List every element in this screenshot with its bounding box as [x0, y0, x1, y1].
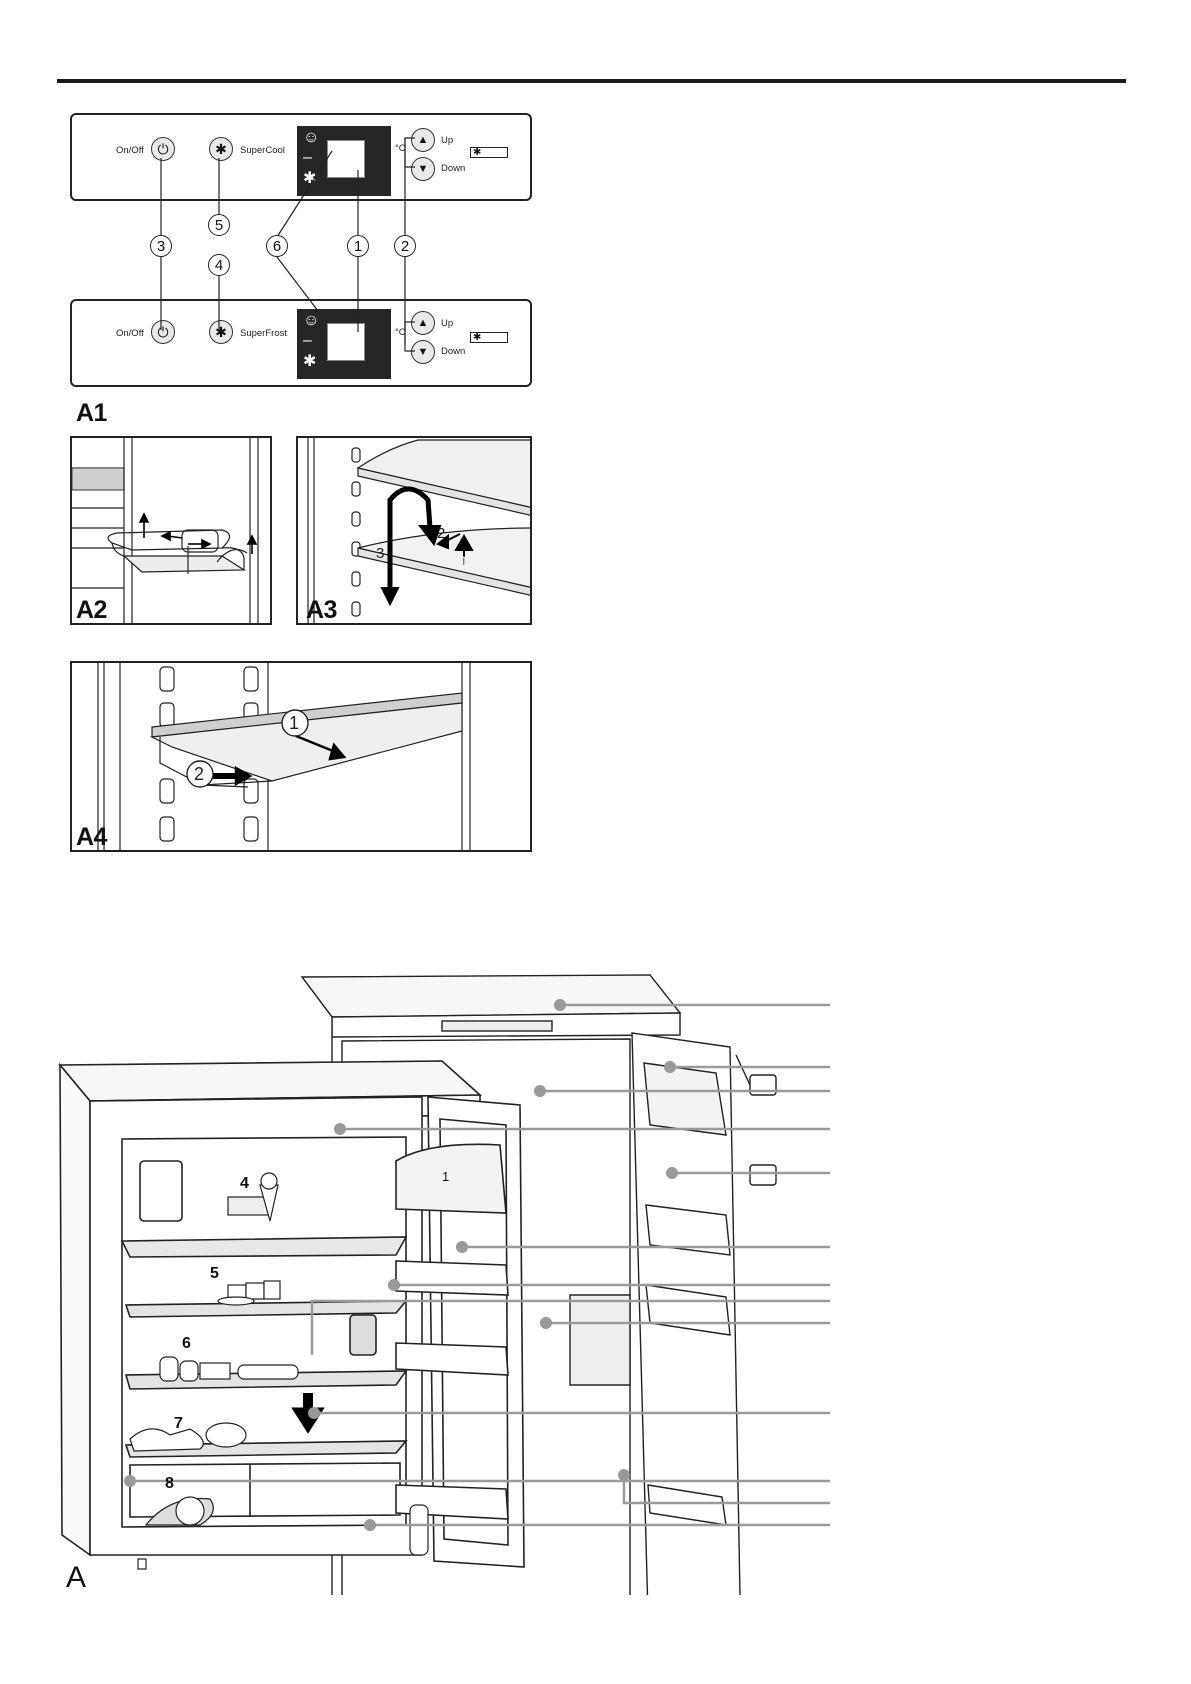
fridge-number-4: 4	[240, 1175, 249, 1192]
a4-step-1: 1	[289, 713, 299, 733]
celsius-label: °C	[395, 143, 406, 154]
down-label: Down	[441, 163, 466, 174]
callout-4: 4	[208, 254, 230, 276]
snowflake-icon: ✱	[473, 332, 482, 343]
figure-label-a3: A3	[306, 596, 337, 624]
status-indicator: ✱	[470, 147, 508, 158]
supercool-button[interactable]: ✱	[209, 137, 233, 161]
power-icon: ⏻	[157, 141, 169, 157]
header-rule	[57, 79, 1126, 83]
up-button[interactable]: ▲	[411, 128, 435, 152]
fridge-number-8: 8	[165, 1475, 174, 1492]
callout-5: 5	[208, 214, 230, 236]
fridge-number-7: 7	[174, 1415, 183, 1432]
up-label: Up	[441, 318, 454, 329]
onoff-button[interactable]: ⏻	[151, 137, 175, 161]
figure-a-fridge: 1 4 5 6 7 8	[50, 965, 830, 1595]
display-screen	[327, 140, 365, 178]
callout-6: 6	[266, 235, 288, 257]
snowflake-icon: ✱	[303, 170, 317, 187]
onoff-label: On/Off	[116, 328, 144, 339]
up-triangle-icon: ▲	[417, 133, 429, 146]
a3-step-3: 3	[376, 545, 384, 562]
display-screen	[327, 323, 365, 361]
fridge-number-6: 6	[182, 1335, 191, 1352]
snowflake-icon: ✱	[215, 324, 227, 340]
onoff-label: On/Off	[116, 145, 144, 156]
down-label: Down	[441, 346, 466, 357]
snowflake-icon: ✱	[215, 141, 227, 157]
figure-a1: On/Off ⏻ ✱ SuperCool ☺ – ✱ °C ▲ Up ▼ Dow…	[70, 110, 532, 400]
figure-a3: 3 2 1 A3	[296, 436, 532, 625]
up-button[interactable]: ▲	[411, 311, 435, 335]
celsius-label: °C	[395, 327, 406, 338]
status-indicator: ✱	[470, 332, 508, 343]
control-panel-top: On/Off ⏻ ✱ SuperCool ☺ – ✱ °C ▲ Up ▼ Dow…	[70, 113, 532, 201]
power-icon: ⏻	[157, 324, 169, 340]
figure-label-a1: A1	[76, 399, 107, 427]
fridge-number-1: 1	[442, 1169, 450, 1184]
a3-illustration: 3 2 1	[307, 438, 530, 623]
dash-icon: –	[303, 332, 312, 349]
snowflake-icon: ✱	[473, 147, 482, 158]
down-button[interactable]: ▼	[411, 157, 435, 181]
smiley-icon: ☺	[303, 312, 320, 329]
fridge-number-5: 5	[210, 1265, 219, 1282]
temperature-display: ☺ – ✱	[297, 126, 391, 196]
a3-step-2: 2	[437, 525, 445, 542]
down-button[interactable]: ▼	[411, 340, 435, 364]
a2-illustration	[72, 438, 259, 623]
a4-step-2: 2	[194, 764, 204, 784]
down-triangle-icon: ▼	[417, 162, 429, 175]
control-panel-bottom: On/Off ⏻ ✱ SuperFrost ☺ – ✱ °C ▲ Up ▼ Do…	[70, 299, 532, 387]
callout-lines	[160, 137, 415, 352]
supercool-label: SuperCool	[240, 145, 285, 156]
up-label: Up	[441, 135, 454, 146]
up-triangle-icon: ▲	[417, 316, 429, 329]
smiley-icon: ☺	[303, 129, 320, 146]
figure-label-a: A	[66, 1561, 87, 1594]
a4-illustration: 1 2	[97, 663, 471, 850]
a3-step-1: 1	[460, 553, 468, 569]
callout-2: 2	[394, 235, 416, 257]
callout-3: 3	[150, 235, 172, 257]
temperature-display: ☺ – ✱	[297, 309, 391, 379]
onoff-button[interactable]: ⏻	[151, 320, 175, 344]
dash-icon: –	[303, 149, 312, 166]
snowflake-icon: ✱	[303, 353, 317, 370]
fridge-illustration	[58, 974, 830, 1595]
figure-a2: A2	[70, 436, 272, 625]
superfrost-button[interactable]: ✱	[209, 320, 233, 344]
figure-a4: 1 2 A4	[70, 661, 532, 852]
figure-label-a2: A2	[76, 596, 107, 624]
down-triangle-icon: ▼	[417, 345, 429, 358]
figure-label-a4: A4	[76, 823, 107, 851]
superfrost-label: SuperFrost	[240, 328, 287, 339]
callout-1: 1	[347, 235, 369, 257]
